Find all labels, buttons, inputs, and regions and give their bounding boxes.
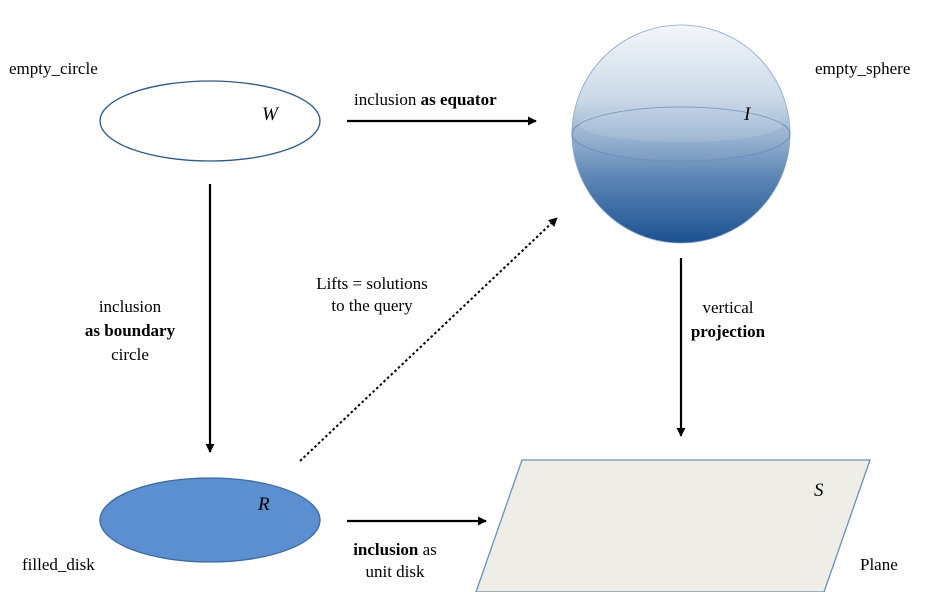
unit-disk-label-line2: unit disk — [365, 562, 425, 581]
empty-sphere-shape — [571, 24, 791, 244]
equator-label-prefix: inclusion — [354, 90, 421, 109]
projection-label: vertical projection — [678, 298, 778, 342]
unit-disk-label-line1: inclusion as — [353, 540, 437, 559]
equator-label-bold: as equator — [420, 90, 497, 109]
arrow-lifts — [299, 217, 558, 462]
boundary-label-line1: inclusion — [98, 297, 162, 316]
boundary-label: inclusion as boundary circle — [70, 297, 190, 365]
filled-disk-shape — [99, 477, 321, 563]
boundary-label-line3: circle — [111, 345, 149, 364]
empty-circle-var: W — [262, 104, 278, 125]
lifts-label-line2: to the query — [331, 296, 413, 315]
plane-shape — [475, 459, 871, 592]
boundary-label-line2: as boundary — [84, 321, 176, 340]
empty-sphere-name: empty_sphere — [815, 59, 911, 78]
lifts-label-line1: Lifts = solutions — [316, 274, 428, 293]
empty-circle-shape — [99, 80, 321, 162]
projection-label-line2: projection — [690, 322, 766, 341]
unit-disk-label: inclusion as unit disk — [335, 540, 455, 582]
lifts-label: Lifts = solutions to the query — [297, 274, 447, 316]
plane-var: S — [814, 480, 824, 501]
empty-sphere-var: I — [744, 104, 751, 125]
filled-disk-var: R — [258, 494, 270, 515]
empty-circle-name: empty_circle — [9, 59, 98, 78]
plane-name: Plane — [860, 555, 898, 574]
projection-label-line1: vertical — [702, 298, 754, 317]
equator-label: inclusion as equator — [354, 90, 497, 110]
filled-disk-name: filled_disk — [22, 555, 95, 574]
